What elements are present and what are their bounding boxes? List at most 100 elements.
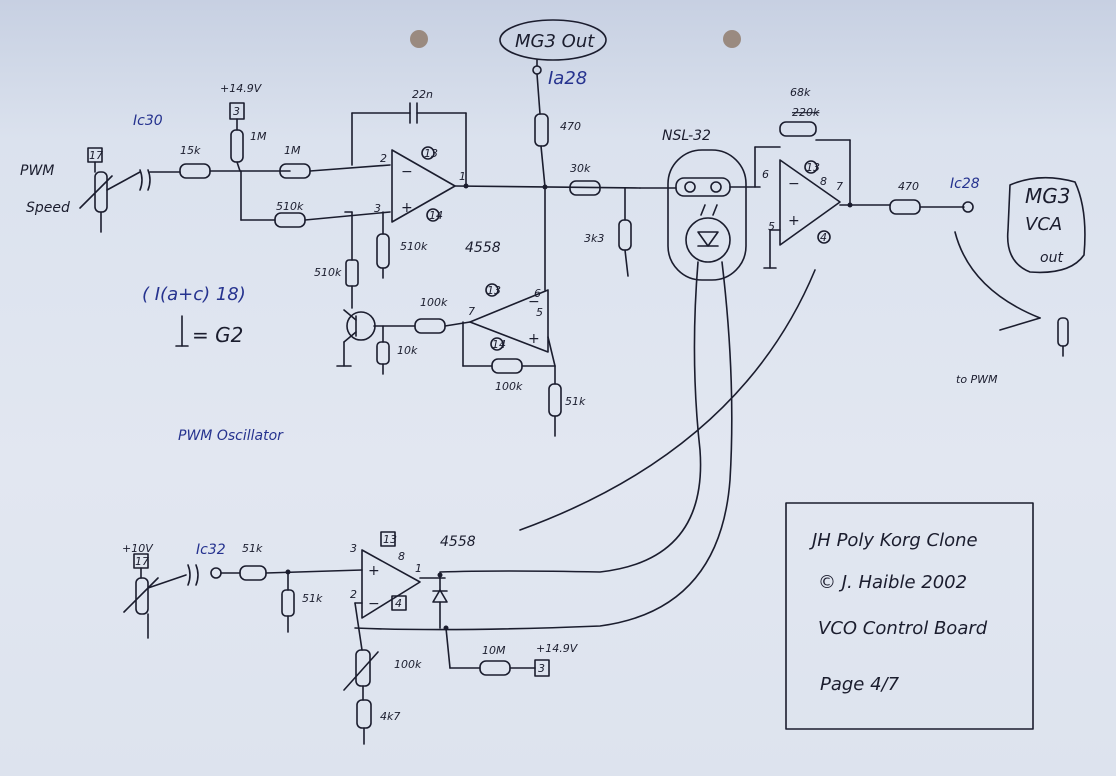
svg-text:5: 5 — [536, 306, 543, 319]
mg3-vca-out-bubble: MG3 VCA out — [1006, 176, 1086, 274]
svg-text:NSL-32: NSL-32 — [662, 128, 711, 144]
svg-text:−: − — [368, 596, 380, 612]
wire-led-anode — [439, 261, 702, 573]
svg-text:10M: 10M — [482, 644, 506, 657]
wire-annotation-curve — [519, 269, 816, 531]
svg-text:10k: 10k — [397, 344, 418, 357]
resistor-100k-b: 100k — [462, 321, 556, 393]
resistor-51k-b: 51k — [239, 542, 363, 581]
section-label-pwm-oscillator: PWM Oscillator — [178, 428, 284, 444]
svg-text:510k: 510k — [400, 240, 428, 253]
resistor-4k7: 4k7 — [356, 699, 400, 745]
svg-text:100k: 100k — [495, 380, 523, 393]
svg-text:8: 8 — [820, 175, 827, 188]
resistor-30k: 30k — [569, 162, 601, 196]
label-4558-a: 4558 — [465, 240, 501, 256]
diode-output — [432, 574, 448, 629]
svg-text:100k: 100k — [394, 658, 422, 671]
svg-text:−: − — [401, 164, 413, 180]
svg-text:51k: 51k — [242, 542, 263, 555]
svg-text:15k: 15k — [180, 144, 201, 157]
pot-10v-input: +10V 17 — [122, 542, 187, 639]
resistor-510k-c: 510k — [314, 211, 359, 309]
svg-text:to PWM: to PWM — [956, 373, 998, 386]
resistor-68k: 68k 220k — [754, 86, 851, 206]
svg-text:8: 8 — [398, 550, 405, 563]
svg-text:6: 6 — [762, 168, 769, 181]
pin-17-a: 17 — [89, 149, 103, 162]
resistor-10m: 10M 3 +14.9V — [445, 627, 579, 677]
svg-text:6: 6 — [534, 287, 541, 300]
connector-ic32 — [187, 564, 241, 586]
label-ic32: Ic32 — [196, 542, 226, 558]
title-line-4: Page 4/7 — [820, 674, 900, 695]
svg-text:14: 14 — [429, 209, 443, 222]
svg-text:out: out — [1040, 250, 1063, 266]
wire-led-cathode — [354, 261, 733, 631]
svg-text:−: − — [788, 176, 800, 192]
resistor-510k-b: 510k — [376, 211, 428, 279]
svg-text:17: 17 — [135, 555, 149, 568]
svg-text:−: − — [528, 294, 540, 310]
svg-text:+14.9V: +14.9V — [536, 642, 579, 655]
label-ic28: Ic28 — [950, 176, 980, 192]
svg-text:13: 13 — [487, 284, 501, 297]
resistor-100k-a: 100k — [414, 296, 471, 334]
resistor-510k-a: 510k — [274, 200, 391, 228]
pwm-speed-pot: PWM Speed 17 — [20, 147, 141, 233]
svg-text:2: 2 — [350, 588, 357, 601]
svg-text:2: 2 — [380, 152, 387, 165]
svg-text:510k: 510k — [276, 200, 304, 213]
svg-text:100k: 100k — [420, 296, 448, 309]
mg3-out-node: MG3 Out Ia28 470 — [499, 19, 607, 188]
svg-text:3: 3 — [233, 105, 240, 118]
title-line-3: VCO Control Board — [818, 618, 988, 639]
svg-text:3: 3 — [374, 202, 381, 215]
svg-text:+: + — [788, 213, 800, 229]
label-ic30: Ic30 — [133, 113, 163, 129]
svg-text:51k: 51k — [565, 395, 586, 408]
label-ic-ref: ( I(a+c) 18) — [142, 284, 246, 305]
svg-text:+: + — [401, 200, 413, 216]
resistor-3k3: 3k3 — [584, 187, 632, 277]
svg-text:4k7: 4k7 — [380, 710, 400, 723]
svg-text:+14.9V: +14.9V — [220, 82, 263, 95]
svg-text:14: 14 — [492, 338, 506, 351]
resistor-470-b: 470 — [839, 180, 974, 215]
svg-text:1M: 1M — [250, 130, 267, 143]
svg-text:7: 7 — [468, 305, 475, 318]
pot-1m-supply: +14.9V 3 1M — [220, 82, 276, 221]
label-speed: Speed — [26, 200, 70, 216]
svg-text:1: 1 — [415, 562, 422, 575]
svg-text:1M: 1M — [284, 144, 301, 157]
svg-text:470: 470 — [898, 180, 919, 193]
binder-hole-right — [723, 30, 741, 48]
connector-ic30 — [139, 169, 181, 191]
svg-text:+: + — [528, 331, 540, 347]
binder-hole-left — [410, 30, 428, 48]
svg-text:13: 13 — [383, 533, 397, 546]
svg-text:470: 470 — [560, 120, 581, 133]
to-pwm-pot: to PWM — [954, 231, 1069, 386]
optocoupler-nsl32: NSL-32 — [639, 128, 761, 281]
opamp-led-driver: + − 3 2 1 13 8 4 — [350, 531, 422, 619]
transistor-switch: 10k — [336, 309, 418, 375]
svg-text:1: 1 — [459, 170, 466, 183]
label-g2: = G2 — [192, 323, 243, 347]
svg-text:220k: 220k — [792, 106, 820, 119]
opamp-output: − + 6 5 7 13 8 4 — [762, 159, 843, 246]
label-pwm: PWM — [20, 163, 54, 179]
svg-text:68k: 68k — [790, 86, 811, 99]
resistor-15k: 15k — [179, 144, 291, 179]
capacitor-22n: 22n — [351, 88, 467, 187]
opamp-integrator: − + 2 3 1 13 14 — [374, 146, 466, 223]
svg-text:51k: 51k — [302, 592, 323, 605]
trim-pot-100k: 100k — [343, 602, 422, 701]
svg-text:Ia28: Ia28 — [548, 68, 587, 89]
svg-text:3: 3 — [538, 662, 545, 675]
resistor-1m-b: 1M — [279, 144, 391, 179]
svg-text:MG3 Out: MG3 Out — [515, 31, 595, 52]
resistor-51k-a: 51k — [548, 365, 586, 437]
